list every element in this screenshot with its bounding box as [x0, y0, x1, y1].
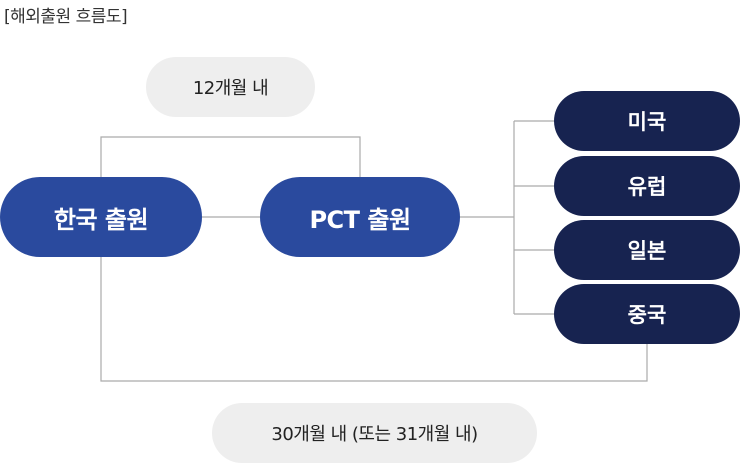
node-korea-filing: 한국 출원 [0, 177, 202, 257]
node-country-china: 중국 [554, 284, 740, 344]
node-country-europe: 유럽 [554, 156, 740, 216]
bracket-30-months [100, 257, 648, 382]
diagram-title: [해외출원 흐름도] [4, 7, 128, 27]
bracket-12-months [100, 136, 361, 177]
node-pct-filing: PCT 출원 [260, 177, 460, 257]
node-country-us: 미국 [554, 91, 740, 151]
node-country-japan: 일본 [554, 220, 740, 280]
label-within-12-months: 12개월 내 [146, 57, 315, 117]
label-within-30-months: 30개월 내 (또는 31개월 내) [212, 403, 537, 463]
